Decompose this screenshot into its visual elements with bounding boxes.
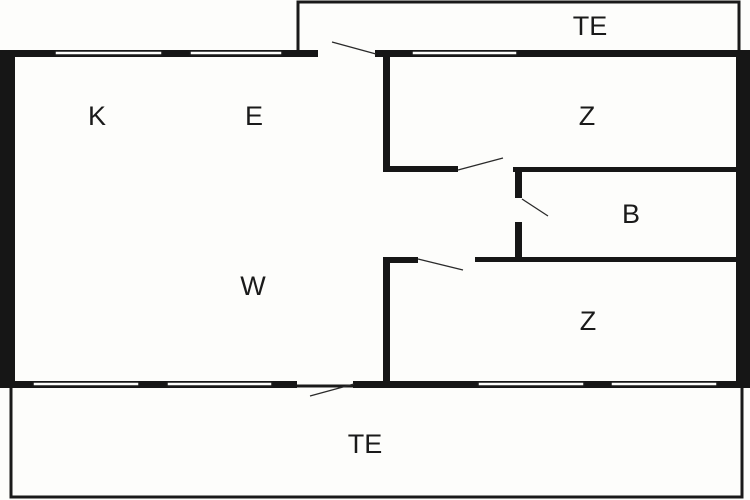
door-swing-bottom (309, 383, 355, 397)
window-bottom-1 (32, 381, 140, 387)
wall-bedroom-bottom-top-b (475, 257, 736, 262)
wall-bedroom-bottom-left (383, 257, 390, 385)
door-gap-top (318, 49, 375, 58)
wall-bedroom-top-bottom-b (513, 167, 736, 172)
wall-bedroom-bottom-top-a (383, 257, 418, 263)
door-swing-bath (521, 198, 549, 217)
wall-bath-left-a (515, 170, 522, 198)
wall-bedroom-top-bottom-a (383, 166, 458, 172)
window-top-2 (189, 50, 283, 56)
window-bottom-3 (477, 381, 585, 387)
window-top-3 (411, 50, 518, 56)
label-bedroom-top: Z (579, 101, 596, 131)
door-swing-top (331, 41, 377, 55)
wall-bottom-left (0, 381, 297, 388)
label-entrance: E (245, 101, 263, 131)
label-terrace-bottom: TE (348, 429, 383, 459)
door-swing-bedroom-top (457, 157, 504, 171)
label-bedroom-bottom: Z (580, 306, 597, 336)
window-bottom-4 (610, 381, 718, 387)
wall-right (736, 50, 750, 388)
door-swing-bedroom-bottom (417, 258, 464, 271)
label-bathroom: B (622, 199, 640, 229)
wall-left (0, 50, 15, 388)
label-living: W (240, 271, 266, 301)
label-terrace-top: TE (573, 11, 608, 41)
window-top-1 (54, 50, 163, 56)
label-kitchen: K (88, 101, 106, 131)
window-bottom-2 (166, 381, 273, 387)
wall-top-right (375, 50, 750, 57)
wall-bedroom-top-left (383, 52, 390, 172)
wall-bath-left-b (515, 222, 522, 260)
